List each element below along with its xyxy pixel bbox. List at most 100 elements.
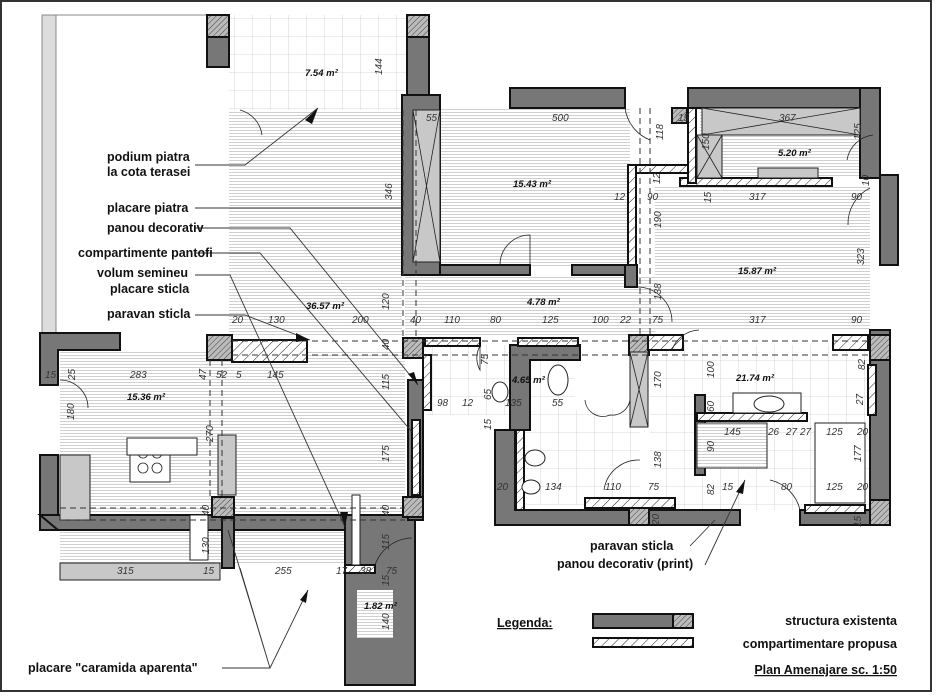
dimension-label: 15 xyxy=(853,515,864,527)
dimension-label: 125 xyxy=(853,123,864,140)
terrace-edge xyxy=(41,14,57,334)
dimension-label: 118 xyxy=(655,124,666,140)
dimension-label: 175 xyxy=(381,445,392,462)
legend-swatch-proposed xyxy=(592,637,694,648)
legend-swatch-existing xyxy=(592,613,674,629)
dimension-label: 17 xyxy=(336,566,348,577)
leader-arrows xyxy=(296,108,745,603)
dimension-label: 145 xyxy=(724,427,741,438)
dimension-label: 20 xyxy=(496,482,509,493)
dimension-label: 130 xyxy=(268,315,285,326)
dimension-label: 60 xyxy=(706,400,717,412)
label-compartimente-pantofi: compartimente pantofi xyxy=(78,246,213,260)
dimension-label: 317 xyxy=(749,192,766,203)
room-area: 21.74 m² xyxy=(735,373,775,384)
dimension-label: 38 xyxy=(360,566,372,577)
dimension-label: 25 xyxy=(67,368,78,381)
dimension-label: 200 xyxy=(351,315,369,326)
dimension-label: 138 xyxy=(653,451,664,468)
dimension-label: 15 xyxy=(722,482,734,493)
furniture xyxy=(59,107,866,581)
dimension-label: 80 xyxy=(490,315,502,326)
legend: Legenda: structura existenta compartimen… xyxy=(497,613,898,677)
dimension-label: 65 xyxy=(483,388,494,400)
dimension-label: 134 xyxy=(545,482,562,493)
label-panou-decorativ: panou decorativ xyxy=(107,221,204,235)
sink-icon xyxy=(753,395,785,413)
dimension-label: 75 xyxy=(386,566,398,577)
dimension-label: 367 xyxy=(779,113,796,124)
dimension-label: 177 xyxy=(853,445,864,462)
label-placare-sticla: placare sticla xyxy=(110,282,190,296)
bedroom1-floor xyxy=(440,108,630,268)
room-area: 5.20 m² xyxy=(778,148,812,159)
dimension-label: 190 xyxy=(653,211,664,228)
dimension-label: 55 xyxy=(426,113,438,124)
dimension-label: 144 xyxy=(374,58,385,75)
label-placare-caramida: placare "caramida aparenta" xyxy=(28,661,198,675)
label-placare-piatra: placare piatra xyxy=(107,201,189,215)
leader-lines xyxy=(195,107,746,669)
dimension-label: 150 xyxy=(701,133,712,150)
dimension-label: 315 xyxy=(117,566,134,577)
room-area: 1.82 m² xyxy=(364,601,398,612)
legend-existing: structura existenta xyxy=(785,614,898,628)
dimension-label: 55 xyxy=(552,398,564,409)
label-paravan-sticla-right: paravan sticla xyxy=(590,539,674,553)
room-areas: 7.54 m² 15.43 m² 5.20 m² 15.87 m² 36.57 … xyxy=(127,68,812,612)
dimension-label: 98 xyxy=(437,398,449,409)
dimension-label: 40 xyxy=(381,504,392,516)
living-floor-upper xyxy=(229,110,402,335)
toilet-icon xyxy=(491,381,509,403)
room-area: 15.36 m² xyxy=(127,392,166,403)
room-area: 36.57 m² xyxy=(306,301,345,312)
dimension-label: 20 xyxy=(231,315,244,326)
dimension-label: 40 xyxy=(381,338,392,350)
dimension-label: 115 xyxy=(381,534,392,550)
dimension-label: 283 xyxy=(129,370,147,381)
dimension-label: 52 xyxy=(216,370,228,381)
dimension-label: 90 xyxy=(647,192,659,203)
bidet-icon xyxy=(521,479,541,495)
dimension-label: 22 xyxy=(619,315,632,326)
toilet-icon xyxy=(524,449,546,467)
dimension-label: 75 xyxy=(648,482,660,493)
dimension-label: 346 xyxy=(384,183,395,200)
hall-floor xyxy=(405,275,655,335)
dimension-label: 20 xyxy=(651,513,662,526)
dimension-label: 90 xyxy=(851,315,863,326)
dimension-label: 270 xyxy=(205,425,216,443)
annotations: podium piatra la cota terasei placare pi… xyxy=(28,150,693,675)
dimension-label: 75 xyxy=(480,353,491,365)
dimension-label: 110 xyxy=(605,482,621,493)
dimension-label: 20 xyxy=(856,482,869,493)
dimension-label: 135 xyxy=(505,398,522,409)
dimension-label: 40 xyxy=(201,504,212,516)
dimension-label: 90 xyxy=(851,192,863,203)
dimension-label: 323 xyxy=(856,248,867,265)
label-panou-decorativ-print: panou decorativ (print) xyxy=(557,557,693,571)
room-area: 15.43 m² xyxy=(513,179,552,190)
dimension-label: 20 xyxy=(856,427,869,438)
dimension-label: 138 xyxy=(653,283,664,300)
dimension-label: 75 xyxy=(652,315,664,326)
doors xyxy=(59,107,874,566)
bedroom2-floor xyxy=(655,185,870,330)
room-area: 15.87 m² xyxy=(738,266,777,277)
legend-swatch-column xyxy=(672,613,694,629)
dimension-label: 100 xyxy=(592,315,609,326)
dimension-label: 47 xyxy=(198,368,209,380)
dimension-label: 125 xyxy=(826,482,843,493)
dimension-label: 140 xyxy=(381,613,392,630)
plan-title: Plan Amenajare sc. 1:50 xyxy=(754,663,897,677)
dimension-label: 120 xyxy=(381,293,392,310)
dimension-label: 10 xyxy=(861,174,872,186)
dimension-label: 110 xyxy=(444,315,460,326)
dimension-label: 125 xyxy=(542,315,559,326)
dimension-label: 145 xyxy=(267,370,284,381)
dimension-label: 15 xyxy=(203,566,215,577)
dimension-label: 15 xyxy=(703,191,714,203)
dimension-label: 115 xyxy=(381,374,392,390)
dimension-label: 125 xyxy=(826,427,843,438)
